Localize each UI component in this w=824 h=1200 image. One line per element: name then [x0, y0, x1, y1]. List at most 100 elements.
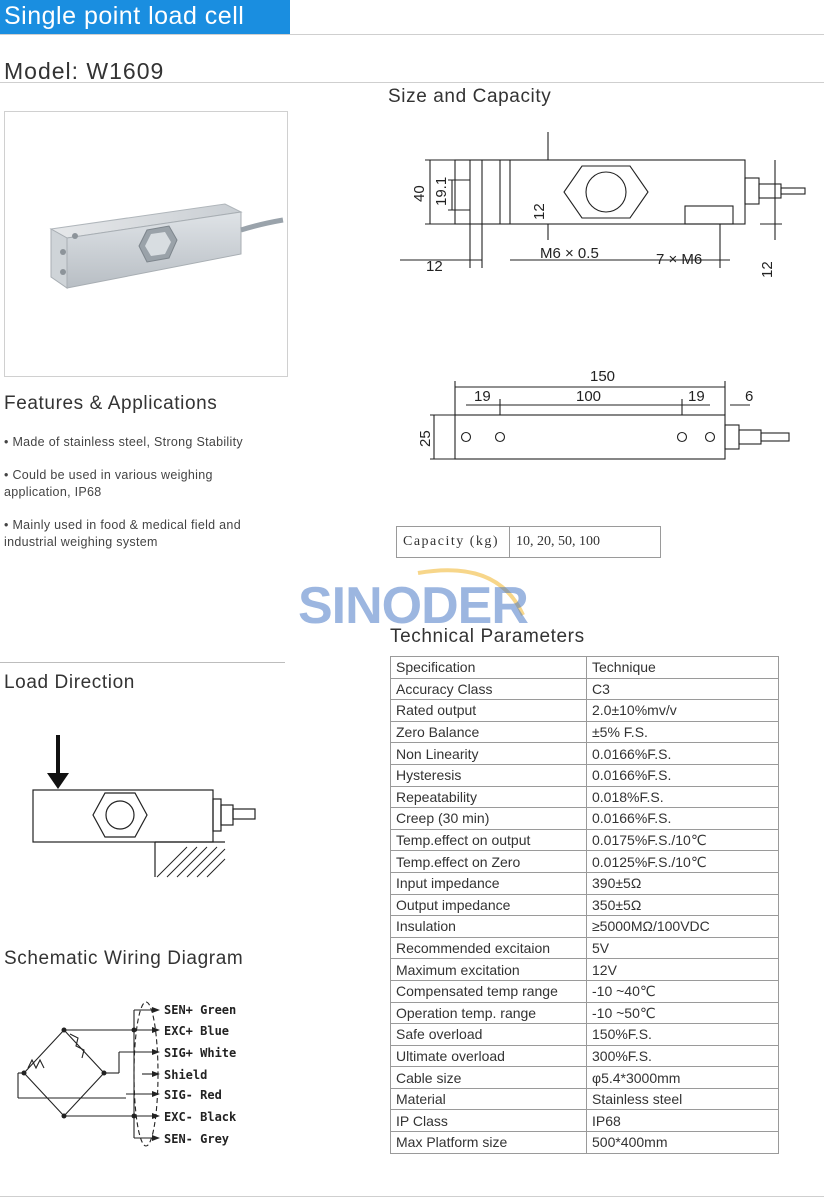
- feature-item: • Made of stainless steel, Strong Stabil…: [4, 435, 243, 449]
- dim-label: 12: [426, 258, 443, 275]
- param-name: Accuracy Class: [390, 677, 587, 701]
- param-name: Ultimate overload: [390, 1044, 587, 1068]
- param-value: 5V: [586, 936, 779, 960]
- title-banner: [0, 0, 290, 34]
- param-name: Input impedance: [390, 871, 587, 895]
- param-value: 0.0166%F.S.: [586, 807, 779, 830]
- param-name: Zero Balance: [390, 720, 587, 744]
- dim-label: 6: [745, 388, 753, 405]
- param-name: IP Class: [390, 1109, 587, 1133]
- dim-label: M6 × 0.5: [540, 245, 599, 262]
- section-heading-tech: Technical Parameters: [390, 626, 585, 647]
- param-name: Temp.effect on output: [390, 828, 587, 852]
- param-name: Output impedance: [390, 893, 587, 917]
- dim-label: 100: [576, 388, 601, 405]
- table-row: Compensated temp range-10 ~40℃: [390, 979, 779, 1003]
- param-value: ±5% F.S.: [586, 720, 779, 744]
- side-view-drawing: 40 19.1 12 12 M6 × 0.5 7 × M6 12: [400, 132, 806, 278]
- wire-label: EXC- Black: [164, 1110, 237, 1124]
- table-row: Zero Balance±5% F.S.: [390, 720, 779, 744]
- param-value: Stainless steel: [586, 1087, 779, 1111]
- param-name: Compensated temp range: [390, 979, 587, 1003]
- param-name: Specification: [390, 656, 587, 679]
- dim-label: 12: [531, 203, 548, 220]
- divider: [0, 1196, 824, 1197]
- company-logo: SINODER: [298, 568, 528, 635]
- param-name: Material: [390, 1087, 587, 1111]
- param-value: 300%F.S.: [586, 1044, 779, 1068]
- wire-label: EXC+ Blue: [164, 1024, 229, 1038]
- dim-label: 150: [590, 368, 615, 385]
- param-value: C3: [586, 677, 779, 701]
- param-name: Recommended excitaion: [390, 936, 587, 960]
- wire-label: SEN+ Green: [164, 1003, 236, 1017]
- table-row: Creep (30 min)0.0166%F.S.: [390, 807, 779, 830]
- param-value: IP68: [586, 1109, 779, 1133]
- param-value: 0.0175%F.S./10℃: [586, 828, 779, 852]
- feature-item: • Could be used in various weighing: [4, 468, 213, 482]
- divider: [0, 662, 285, 663]
- table-row: Operation temp. range-10 ~50℃: [390, 1001, 779, 1025]
- capacity-label: Capacity (kg): [396, 526, 510, 558]
- param-name: Insulation: [390, 915, 587, 938]
- feature-item: application, IP68: [4, 485, 102, 499]
- param-value: 2.0±10%mv/v: [586, 699, 779, 722]
- dim-label: 19: [474, 388, 491, 405]
- wire-label: Shield: [164, 1068, 207, 1082]
- feature-item: • Mainly used in food & medical field an…: [4, 518, 241, 532]
- section-heading-size: Size and Capacity: [388, 86, 552, 107]
- dim-label: 40: [411, 185, 428, 202]
- dim-label: 19.1: [433, 177, 450, 206]
- param-name: Max Platform size: [390, 1131, 587, 1154]
- param-name: Cable size: [390, 1066, 587, 1089]
- wire-label: SIG- Red: [164, 1088, 222, 1102]
- param-name: Creep (30 min): [390, 807, 587, 830]
- param-value: 500*400mm: [586, 1131, 779, 1154]
- capacity-value: 10, 20, 50, 100: [509, 526, 661, 558]
- load-direction-diagram: [32, 735, 256, 878]
- capacity-table: Capacity (kg) 10, 20, 50, 100: [396, 526, 661, 558]
- product-photo: [4, 111, 288, 377]
- feature-item: industrial weighing system: [4, 535, 158, 549]
- param-value: 0.0166%F.S.: [586, 763, 779, 787]
- param-value: -10 ~40℃: [586, 979, 779, 1003]
- param-value: Technique: [586, 656, 779, 679]
- dim-label: 12: [759, 261, 776, 278]
- param-value: 0.0166%F.S.: [586, 742, 779, 765]
- dim-label: 19: [688, 388, 705, 405]
- divider: [0, 34, 824, 35]
- logo-text: SINODER: [298, 577, 528, 635]
- top-view-drawing: 150 19 100 19 6 25: [417, 368, 790, 460]
- wire-label: SEN- Grey: [164, 1132, 229, 1146]
- section-heading-features: Features & Applications: [4, 393, 218, 414]
- param-name: Maximum excitation: [390, 958, 587, 981]
- wiring-diagram: SEN+ Green EXC+ Blue SIG+ White Shield S…: [17, 1001, 237, 1147]
- page-title: Single point load cell: [4, 2, 245, 30]
- dim-label: 7 × M6: [656, 251, 702, 268]
- param-value: 12V: [586, 958, 779, 981]
- param-value: -10 ~50℃: [586, 1001, 779, 1025]
- param-name: Rated output: [390, 699, 587, 722]
- param-name: Hysteresis: [390, 763, 587, 787]
- param-name: Temp.effect on Zero: [390, 850, 587, 873]
- param-value: ≥5000MΩ/100VDC: [586, 915, 779, 938]
- param-value: 0.018%F.S.: [586, 785, 779, 809]
- param-value: 0.0125%F.S./10℃: [586, 850, 779, 873]
